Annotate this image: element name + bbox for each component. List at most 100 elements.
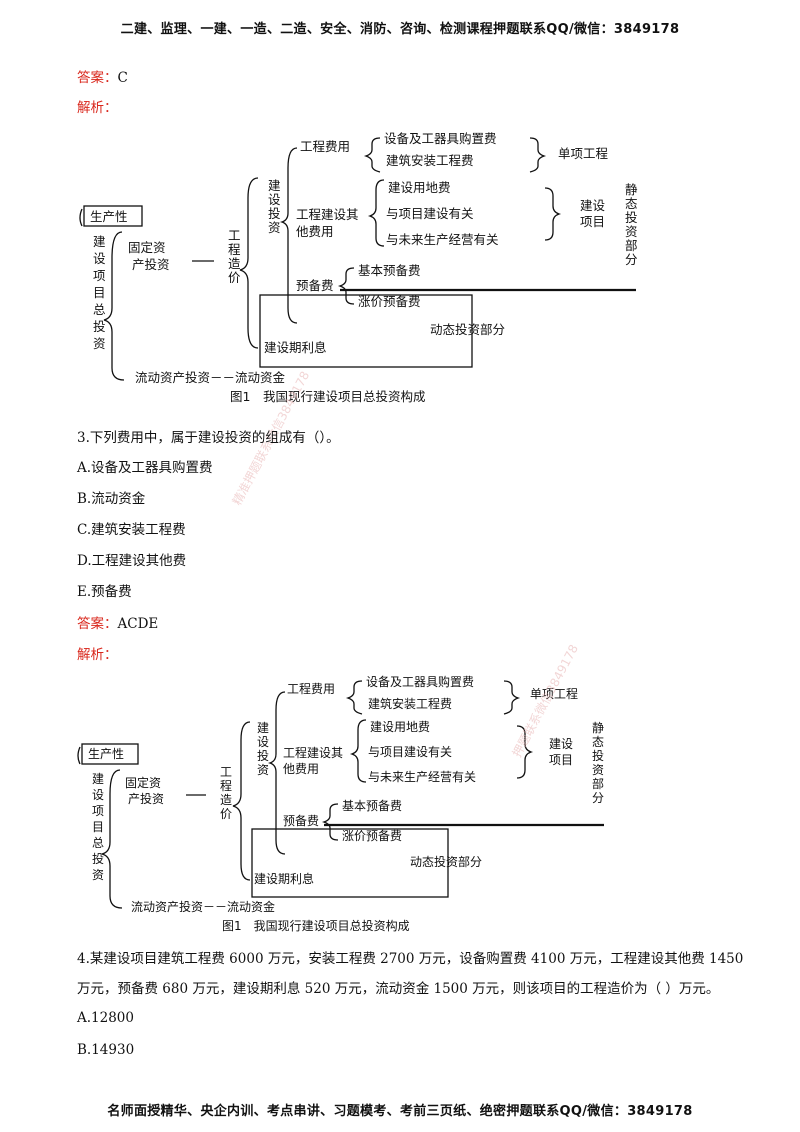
label-jsxm-1: 建设 bbox=[580, 198, 606, 213]
label-equip: 设备及工器具购置费 bbox=[384, 131, 497, 146]
label-gczj-3: 价 bbox=[228, 270, 241, 285]
label-static-2: 投 bbox=[625, 210, 638, 225]
label-fixed-1: 固定资 bbox=[128, 240, 166, 255]
label-total-3: 目 bbox=[93, 285, 106, 300]
label-basic: 基本预备费 bbox=[342, 799, 402, 813]
answer-label: 答案： bbox=[77, 616, 118, 632]
label-interest: 建设期利息 bbox=[254, 871, 314, 886]
label-total-5: 投 bbox=[93, 319, 106, 334]
label-dynamic: 动态投资部分 bbox=[410, 854, 482, 869]
label-rel2: 与未来生产经营有关 bbox=[386, 232, 499, 247]
answer-value: C bbox=[117, 70, 128, 86]
label-fixed-1: 固定资 bbox=[125, 775, 161, 790]
label-total-1: 设 bbox=[93, 251, 106, 266]
label-interest: 建设期利息 bbox=[264, 340, 327, 355]
label-dxgc: 单项工程 bbox=[530, 686, 578, 701]
label-land: 建设用地费 bbox=[388, 180, 451, 195]
analysis-label: 解析： bbox=[77, 100, 118, 116]
q3-option-a: A.设备及工器具购置费 bbox=[77, 460, 213, 476]
label-jstz-3: 资 bbox=[268, 220, 281, 235]
label-gczj-1: 程 bbox=[220, 778, 232, 793]
label-static-3: 资 bbox=[625, 224, 638, 239]
label-static-4: 部 bbox=[592, 776, 604, 791]
label-fixed-2: 产投资 bbox=[132, 257, 170, 272]
investment-diagram-svg-1: 生产性 建 设 项 目 总 投 资 固定资 产投资 工 程 造 价 建 设 投 … bbox=[79, 131, 638, 404]
page-header: 二建、监理、一建、一造、二造、安全、消防、咨询、检测课程押题联系QQ/微信：38… bbox=[120, 22, 680, 37]
label-current: 流动资产投资－－流动资金 bbox=[131, 899, 275, 914]
answer-line-q2: 答案：C bbox=[77, 66, 128, 86]
label-jstz-0: 建 bbox=[268, 178, 281, 193]
label-land: 建设用地费 bbox=[370, 720, 430, 734]
label-static-1: 态 bbox=[592, 735, 604, 749]
label-jsxm-1: 建设 bbox=[549, 737, 573, 751]
label-static-4: 部 bbox=[625, 238, 638, 253]
q4-option-b: B.14930 bbox=[77, 1042, 135, 1058]
label-jstz-1: 设 bbox=[268, 192, 281, 207]
label-gcfy: 工程费用 bbox=[287, 681, 335, 696]
answer-value: ACDE bbox=[117, 616, 159, 632]
label-jstz-0: 建 bbox=[257, 721, 269, 735]
label-gczj-0: 工 bbox=[220, 765, 232, 779]
label-rel1: 与项目建设有关 bbox=[368, 745, 452, 759]
label-total-4: 总 bbox=[93, 302, 106, 317]
label-static-5: 分 bbox=[592, 791, 604, 805]
label-other-2: 他费用 bbox=[296, 224, 334, 239]
label-gczj-2: 造 bbox=[228, 256, 241, 271]
label-jstz-3: 资 bbox=[257, 763, 269, 777]
q4-option-a: A.12800 bbox=[77, 1010, 134, 1026]
investment-diagram-2: 生产性 建 设 项 目 总 投 资 固定资 产投资 工 程 造 价 建 设 投 … bbox=[0, 668, 800, 936]
q3-option-c: C.建筑安装工程费 bbox=[77, 522, 186, 538]
label-rel2: 与未来生产经营有关 bbox=[368, 770, 476, 784]
label-jsxm-2: 项目 bbox=[549, 753, 573, 767]
label-static-0: 静 bbox=[625, 182, 638, 197]
diagram-caption: 图1 我国现行建设项目总投资构成 bbox=[222, 918, 410, 933]
label-total-6: 资 bbox=[92, 868, 104, 882]
label-total-5: 投 bbox=[92, 851, 104, 866]
label-static-5: 分 bbox=[625, 252, 638, 267]
label-fixed-2: 产投资 bbox=[128, 791, 164, 806]
label-shengchanxing: 生产性 bbox=[88, 747, 124, 761]
label-current: 流动资产投资－－流动资金 bbox=[135, 370, 286, 385]
label-shengchanxing: 生产性 bbox=[90, 209, 128, 224]
investment-diagram-svg-2: 生产性 建 设 项 目 总 投 资 固定资 产投资 工 程 造 价 建 设 投 … bbox=[77, 674, 604, 933]
label-gczj-3: 价 bbox=[220, 807, 232, 821]
label-total-2: 项 bbox=[92, 804, 104, 818]
label-gczj-2: 造 bbox=[220, 793, 232, 807]
label-gcfy: 工程费用 bbox=[300, 139, 350, 154]
label-gczj-1: 程 bbox=[228, 242, 241, 257]
q3-option-d: D.工程建设其他费 bbox=[77, 553, 187, 569]
label-build: 建筑安装工程费 bbox=[386, 153, 474, 168]
label-jstz-1: 设 bbox=[257, 735, 269, 749]
label-equip: 设备及工器具购置费 bbox=[366, 674, 474, 689]
label-price: 涨价预备费 bbox=[358, 294, 421, 309]
investment-diagram-1: 生产性 建 设 项 目 总 投 资 固定资 产投资 工 程 造 价 建 设 投 … bbox=[0, 118, 800, 408]
label-dxgc: 单项工程 bbox=[558, 146, 609, 161]
label-static-2: 投 bbox=[592, 748, 604, 763]
label-jstz-2: 投 bbox=[257, 748, 269, 763]
label-other-1: 工程建设其 bbox=[296, 207, 359, 222]
q3-option-e: E.预备费 bbox=[77, 584, 132, 600]
label-dynamic: 动态投资部分 bbox=[430, 322, 505, 337]
label-gczj-0: 工 bbox=[228, 228, 241, 243]
q4-stem-line-2: 万元，预备费 680 万元，建设期利息 520 万元，流动资金 1500 万元，… bbox=[77, 981, 720, 997]
label-static-3: 资 bbox=[592, 763, 604, 777]
label-total-1: 设 bbox=[92, 788, 104, 802]
label-basic: 基本预备费 bbox=[358, 263, 421, 278]
label-jsxm-2: 项目 bbox=[580, 214, 605, 229]
label-jstz-2: 投 bbox=[268, 206, 281, 221]
q3-stem: 3.下列费用中，属于建设投资的组成有（）。 bbox=[77, 430, 340, 446]
label-static-0: 静 bbox=[592, 721, 604, 735]
label-price: 涨价预备费 bbox=[342, 828, 402, 843]
label-total-3: 目 bbox=[92, 820, 104, 834]
label-ybf: 预备费 bbox=[283, 814, 319, 828]
diagram-caption: 图1 我国现行建设项目总投资构成 bbox=[230, 389, 425, 404]
label-total-6: 资 bbox=[93, 336, 106, 351]
q3-option-b: B.流动资金 bbox=[77, 491, 146, 507]
label-other-2: 他费用 bbox=[283, 762, 319, 776]
label-ybf: 预备费 bbox=[296, 278, 334, 293]
label-total-4: 总 bbox=[92, 836, 104, 850]
page-footer: 名师面授精华、央企内训、考点串讲、习题模考、考前三页纸、绝密押题联系QQ/微信：… bbox=[107, 1104, 693, 1119]
analysis-label: 解析： bbox=[77, 647, 118, 663]
label-build: 建筑安装工程费 bbox=[368, 696, 452, 711]
answer-label: 答案： bbox=[77, 70, 118, 86]
